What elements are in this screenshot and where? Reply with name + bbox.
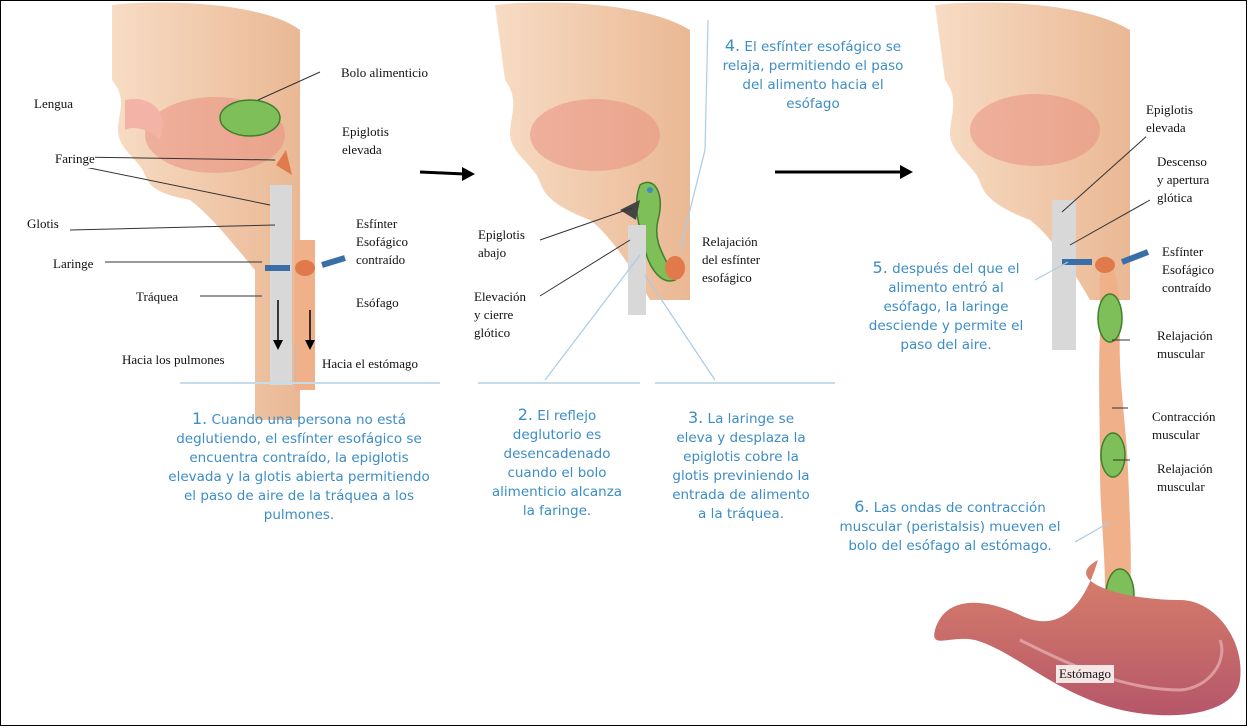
airway-1 (270, 185, 292, 385)
label-epiglotis-abajo: Epiglotis abajo (478, 226, 525, 262)
label-relajacion-muscular-2: Relajación muscular (1157, 460, 1213, 496)
label-relajacion-esfinter: Relajación del esfínter esofágico (702, 233, 760, 287)
label-epiglotis-elevada-3: Epiglotis elevada (1146, 101, 1193, 137)
step-1-number: 1. (192, 409, 207, 428)
step-5-number: 5. (873, 258, 888, 277)
step-2-caption: 2. El reflejo deglutorio es desencadenad… (486, 405, 628, 521)
label-glotis: Glotis (27, 215, 59, 233)
step-4-text: El esfínter esofágico se relaja, permiti… (723, 39, 904, 112)
label-estomago: Estómago (1056, 665, 1114, 683)
step-6-text: Las ondas de contracción muscular (peris… (840, 500, 1061, 554)
label-descenso-apertura: Descenso y apertura glótica (1157, 153, 1209, 207)
step-6-number: 6. (854, 497, 869, 516)
bolus-1 (220, 100, 280, 136)
step-2-text: El reflejo deglutorio es desencadenado c… (492, 408, 622, 519)
step-4-number: 4. (725, 36, 740, 55)
label-laringe: Laringe (53, 255, 93, 273)
head-panel-2 (495, 3, 690, 315)
step-3-text: La laringe se eleva y desplaza la epiglo… (672, 411, 810, 522)
label-hacia-estomago: Hacia el estómago (322, 355, 418, 373)
step-1-text: Cuando una persona no está deglutiendo, … (168, 412, 429, 523)
step-2-number: 2. (518, 405, 533, 424)
label-faringe: Faringe (55, 150, 95, 168)
step-5-caption: 5. después del que el alimento entró al … (862, 258, 1030, 355)
label-esofago: Esófago (356, 294, 399, 312)
step-4-caption: 4. El esfínter esofágico se relaja, perm… (718, 36, 908, 114)
label-elevacion-cierre: Elevación y cierre glótico (474, 288, 526, 342)
label-hacia-pulmones: Hacia los pulmones (122, 351, 225, 369)
step-5-text: después del que el alimento entró al esó… (869, 261, 1023, 353)
label-relajacion-muscular-1: Relajación muscular (1157, 327, 1213, 363)
label-contraccion-muscular: Contracción muscular (1152, 408, 1216, 444)
stomach (934, 560, 1240, 715)
step-6-caption: 6. Las ondas de contracción muscular (pe… (838, 497, 1062, 556)
label-esfinter-contraido-1: Esfínter Esofágico contraído (356, 215, 408, 269)
label-bolo-alimenticio: Bolo alimenticio (341, 64, 428, 82)
label-esfinter-contraido-3: Esfínter Esofágico contraído (1162, 243, 1214, 297)
label-traquea: Tráquea (136, 288, 178, 306)
arrow-1 (420, 172, 465, 174)
label-epiglotis-elevada-1: Epiglotis elevada (342, 123, 389, 159)
label-lengua: Lengua (34, 95, 73, 113)
step-1-caption: 1. Cuando una persona no está deglutiend… (168, 409, 430, 525)
step-3-caption: 3. La laringe se eleva y desplaza la epi… (670, 408, 812, 524)
airway-3 (1052, 200, 1076, 350)
step-3-number: 3. (688, 408, 703, 427)
